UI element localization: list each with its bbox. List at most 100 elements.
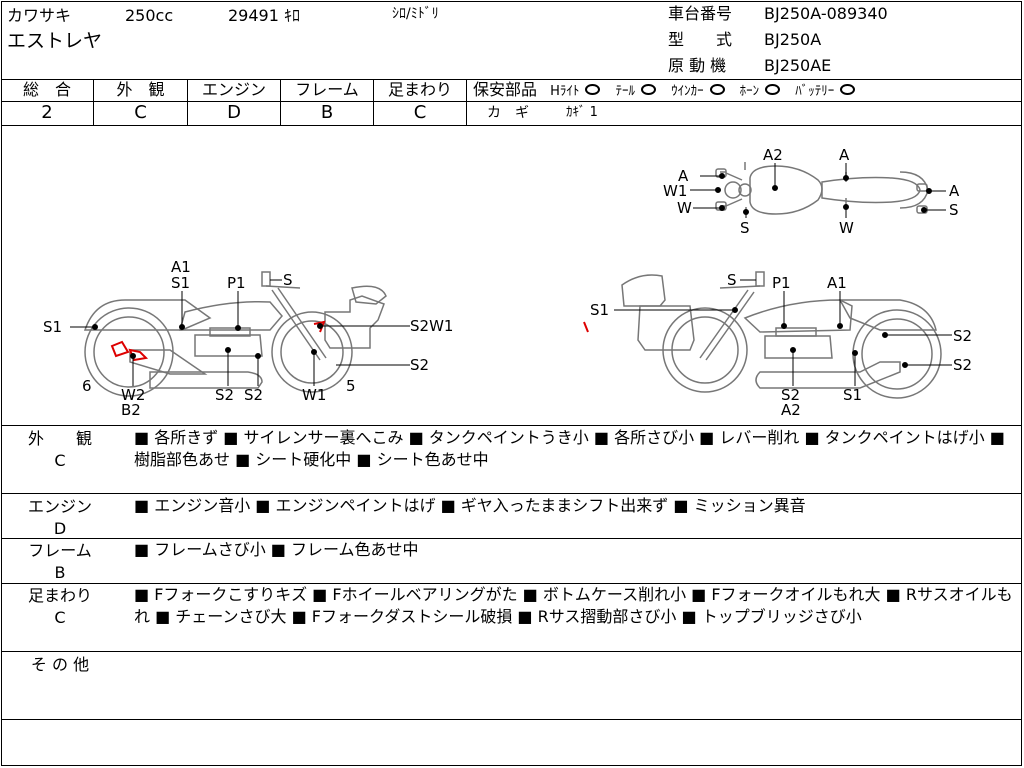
ok-circle-icon	[765, 84, 781, 95]
safety-item-winker: ｳｲﾝｶｰ	[671, 84, 704, 99]
section-grade-exterior: C	[54, 451, 66, 470]
label-w: W	[839, 219, 854, 237]
divider	[280, 79, 281, 126]
mileage: 29491 ｷﾛ	[228, 6, 300, 25]
label-s: S	[727, 271, 737, 289]
label-a: A	[678, 167, 689, 185]
label-w2: W2	[121, 386, 145, 404]
divider	[466, 79, 467, 126]
label-s2: S2	[215, 386, 234, 404]
maker: カワサキ	[7, 6, 72, 25]
label-s2: S2	[244, 386, 263, 404]
grade-value-exterior: C	[134, 102, 147, 123]
safety-item-battery: ﾊﾞｯﾃﾘｰ	[795, 84, 835, 99]
section-text-engine: ■ エンジン音小 ■ エンジンペイントはげ ■ ギヤ入ったままシフト出来ず ■ …	[134, 496, 806, 515]
divider	[1, 651, 1022, 652]
chassis-label: 車台番号	[668, 4, 733, 23]
label-p1: P1	[227, 274, 246, 292]
label-a: A	[839, 146, 850, 164]
divider	[1, 79, 1022, 80]
safety-label: 保安部品	[473, 80, 538, 99]
label-a1: A1	[171, 258, 191, 276]
grade-value-frame: B	[320, 102, 334, 123]
type-label: 型 式	[668, 30, 733, 49]
label-s2: S2	[781, 386, 800, 404]
section-label-engine: エンジン	[27, 497, 92, 516]
key-label: カ ギ	[487, 105, 529, 121]
label-s: S	[949, 201, 959, 219]
label-b2: B2	[121, 401, 141, 419]
displacement: 250cc	[125, 6, 174, 25]
label-s: S	[283, 271, 293, 289]
divider	[1, 425, 1022, 426]
left-side-motorcycle	[83, 271, 387, 397]
section-text-frame: ■ フレームさび小 ■ フレーム色あせ中	[134, 540, 419, 559]
engine-label: 原 動 機	[668, 56, 727, 75]
divider	[373, 79, 374, 126]
label-s2: S2	[953, 356, 972, 374]
label-p1: P1	[772, 274, 791, 292]
section-text-exterior: ■ 各所きず ■ サイレンサー裏へこみ ■ タンクペイントうき小 ■ 各所さび小…	[134, 428, 1005, 469]
section-label-exterior: 外 観	[27, 429, 92, 448]
label-w1: W1	[302, 386, 326, 404]
label-a: A	[949, 182, 960, 200]
section-label-frame: フレーム	[28, 541, 92, 560]
grade-label-engine: エンジン	[201, 80, 266, 99]
label-a2: A2	[781, 401, 801, 419]
safety-item-horn: ﾎｰﾝ	[739, 84, 760, 99]
ok-circle-icon	[585, 84, 601, 95]
grade-label-suspension: 足まわり	[387, 80, 452, 99]
label-s1: S1	[843, 386, 862, 404]
damage-mark	[583, 321, 589, 333]
label-s2w1: S2W1	[410, 317, 453, 335]
grade-value-total: 2	[41, 102, 53, 123]
divider	[1, 493, 1022, 494]
section-label-other: そ の 他	[30, 655, 90, 674]
ok-circle-icon	[709, 84, 725, 95]
ok-circle-icon	[640, 84, 656, 95]
damage-mark	[110, 340, 130, 358]
divider	[1, 125, 1022, 126]
type-value: BJ250A	[764, 30, 822, 49]
safety-parts-row: 保安部品 Hﾗｲﾄ ﾃｰﾙ ｳｲﾝｶｰ ﾎｰﾝ ﾊﾞｯﾃﾘｰ	[473, 82, 865, 98]
grade-label-frame: フレーム	[295, 80, 359, 99]
grade-value-suspension: C	[413, 102, 427, 123]
label-w: W	[677, 199, 692, 217]
label-s1: S1	[43, 318, 62, 336]
label-a1: A1	[827, 274, 847, 292]
label-s2: S2	[953, 327, 972, 345]
label-s1: S1	[590, 301, 609, 319]
safety-item-tail: ﾃｰﾙ	[615, 84, 635, 99]
divider	[187, 79, 188, 126]
damage-diagram: A2 A A W1 W S W A S A1 S1 P1 S S1 S2W1 S…	[43, 146, 972, 419]
chassis-value: BJ250A-089340	[764, 4, 888, 23]
divider	[1, 719, 1022, 720]
ok-circle-icon	[840, 84, 856, 95]
divider	[1, 101, 1022, 102]
label-s: S	[740, 219, 750, 237]
model-name: エストレヤ	[7, 30, 103, 52]
grade-label-exterior: 外 観	[116, 80, 165, 99]
section-text-suspension: ■ Fフォークこすりキズ ■ Fホイールベアリングがた ■ ボトムケース削れ小 …	[134, 585, 1013, 626]
section-grade-engine: D	[53, 519, 67, 538]
label-w1: W1	[663, 182, 687, 200]
divider	[1, 583, 1022, 584]
divider	[1, 538, 1022, 539]
right-side-motorcycle	[621, 271, 942, 399]
label-6: 6	[82, 377, 92, 395]
label-s1: S1	[171, 274, 190, 292]
section-grade-frame: B	[54, 563, 66, 582]
divider	[93, 79, 94, 126]
label-a2: A2	[763, 146, 783, 164]
top-view-motorcycle	[715, 162, 929, 215]
grade-label-total: 総 合	[22, 80, 71, 99]
section-label-suspension: 足まわり	[27, 586, 92, 605]
engine-value: BJ250AE	[764, 56, 832, 75]
color: ｼﾛ/ﾐﾄﾞﾘ	[392, 6, 439, 22]
section-grade-suspension: C	[54, 608, 66, 627]
label-s2: S2	[410, 356, 429, 374]
grade-value-engine: D	[227, 102, 241, 123]
label-5: 5	[346, 377, 356, 395]
key-value: ｶｷﾞ 1	[566, 105, 598, 120]
